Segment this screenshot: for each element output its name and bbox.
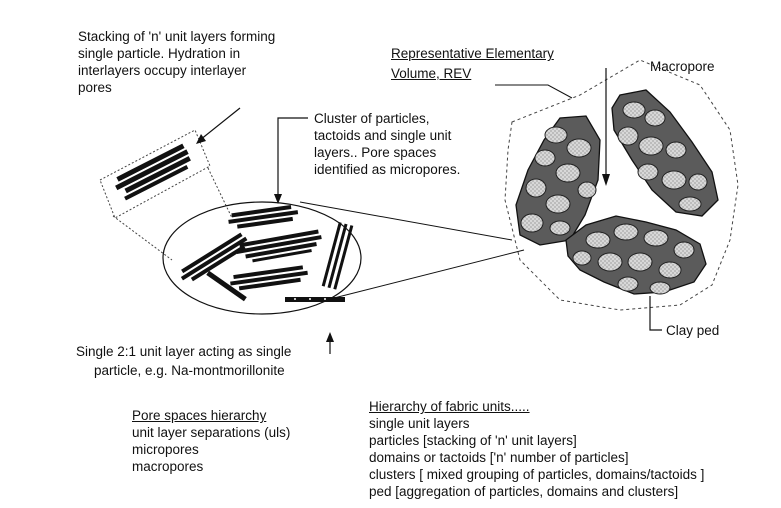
arrowhead-icon: [274, 194, 282, 204]
macropore-label: Macropore: [650, 59, 715, 74]
clay-ped-label: Clay ped: [666, 323, 720, 338]
zoom-line: [333, 249, 525, 299]
arrowhead-icon: [326, 332, 334, 342]
fabric-hierarchy-title: Hierarchy of fabric units.....: [369, 399, 530, 414]
single-layer-label: Single 2:1 unit layer acting as single p…: [76, 342, 291, 380]
pore-hierarchy-title: Pore spaces hierarchy: [132, 408, 267, 423]
fabric-hierarchy-item: clusters [ mixed grouping of particles, …: [369, 467, 705, 482]
fabric-hierarchy-item: particles [stacking of 'n' unit layers]: [369, 433, 577, 448]
cluster-label-line: Cluster of particles,: [314, 111, 430, 126]
single-layer-label-line: Single 2:1 unit layer acting as single: [76, 344, 292, 359]
pore-hierarchy-item: unit layer separations (uls): [132, 425, 291, 440]
particle-inset: [99, 129, 211, 219]
inset-connector: [112, 215, 173, 261]
cluster-label: Cluster of particles, tactoids and singl…: [314, 110, 460, 178]
rev-label-line: Representative Elementary: [391, 46, 554, 61]
single-layer-label-line: particle, e.g. Na-montmorillonite: [94, 363, 285, 378]
stacking-label-line: single particle. Hydration in: [78, 46, 241, 61]
arrowhead-icon: [602, 174, 610, 186]
pore-hierarchy: Pore spaces hierarchy unit layer separat…: [132, 407, 290, 475]
fabric-hierarchy: Hierarchy of fabric units..... single un…: [369, 398, 704, 500]
stacking-label: Stacking of 'n' unit layers forming sing…: [78, 28, 275, 96]
clay-ped-leader: [649, 296, 662, 331]
stacking-label-line: pores: [78, 80, 112, 95]
stacking-label-line: Stacking of 'n' unit layers forming: [78, 29, 276, 44]
rev-label-line: Volume, REV: [391, 66, 472, 81]
clay-ped: [515, 115, 601, 246]
fabric-hierarchy-item: single unit layers: [369, 416, 470, 431]
clay-ped: [565, 215, 707, 295]
stacking-label-line: interlayers occupy interlayer: [78, 63, 247, 78]
cluster-label-line: layers.. Pore spaces: [314, 145, 437, 160]
inset-connector: [207, 167, 233, 219]
arrow-line: [199, 107, 241, 141]
rev-leader: [495, 84, 573, 99]
clay-particles: [180, 205, 354, 302]
cluster-label-line: identified as micropores.: [314, 162, 461, 177]
pore-hierarchy-item: macropores: [132, 459, 204, 474]
micro-ellipse: [162, 201, 362, 315]
arrowhead-icon: [196, 134, 206, 144]
pore-hierarchy-item: micropores: [132, 442, 199, 457]
fabric-hierarchy-item: domains or tactoids ['n' number of parti…: [369, 450, 629, 465]
arrow-line: [277, 117, 308, 200]
rev-boundary: [504, 59, 739, 311]
clay-ped: [611, 89, 719, 217]
fabric-hierarchy-item: ped [aggregation of particles, domains a…: [369, 484, 679, 499]
zoom-line: [299, 201, 513, 241]
rev-label: Representative Elementary Volume, REV: [391, 44, 554, 84]
cluster-label-line: tactoids and single unit: [314, 128, 452, 143]
